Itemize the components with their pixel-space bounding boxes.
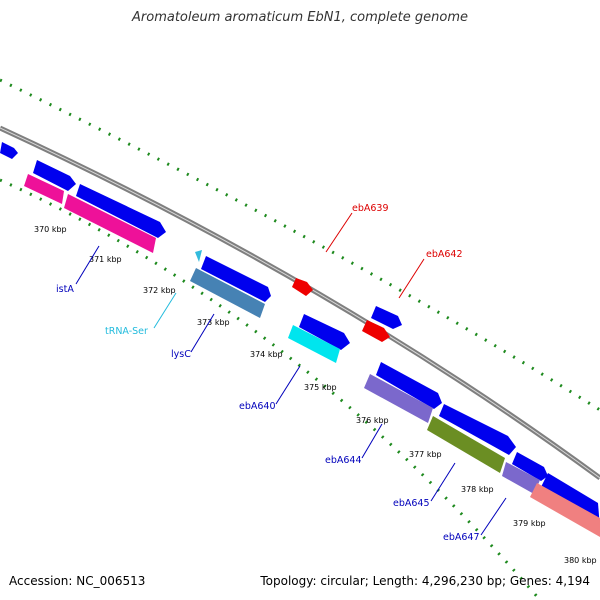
cds-arrow [439, 404, 516, 455]
genome-summary-text: Topology: circular; Length: 4,296,230 bp… [260, 574, 590, 588]
ebA645-bar [427, 416, 505, 473]
scale-label: 373 kbp [197, 318, 230, 327]
scale-label: 376 kbp [356, 416, 389, 425]
gene-label-lysC: lysC [171, 349, 191, 360]
gene-label-ebA642: ebA642 [426, 249, 463, 260]
tRNA-Ser-marker [195, 250, 202, 262]
gene-label-istA: istA [56, 284, 74, 295]
gene-label-ebA640: ebA640 [239, 401, 276, 412]
accession-text: Accession: NC_006513 [9, 574, 146, 588]
scale-label: 374 kbp [250, 350, 283, 359]
feature-bars [24, 174, 600, 537]
page-title: Aromatoleum aromaticum EbN1, complete ge… [132, 10, 468, 25]
ebA647-bar [502, 462, 540, 494]
cds-arrow [201, 256, 271, 302]
gene-label-ebA639: ebA639 [352, 203, 389, 214]
scale-label: 375 kbp [304, 383, 337, 392]
scale-labels: 370 kbp 371 kbp 372 kbp 373 kbp 374 kbp … [34, 225, 597, 565]
highlight-track [292, 278, 402, 342]
scale-label: 377 kbp [409, 450, 442, 459]
istA-bar [24, 174, 64, 204]
istA-bar-2 [64, 194, 156, 253]
gene-label-ebA644: ebA644 [325, 455, 362, 466]
cds-arrow [33, 160, 76, 191]
scale-label: 379 kbp [513, 519, 546, 528]
scale-label: 371 kbp [89, 255, 122, 264]
scale-label: 370 kbp [34, 225, 67, 234]
cds-arrow [512, 452, 548, 481]
gene-label-tRNA-Ser: tRNA-Ser [105, 326, 148, 337]
cds-arrow [76, 184, 166, 238]
label-leaders [75, 212, 507, 536]
cds-arrow [376, 362, 442, 409]
pink-bar [530, 483, 600, 537]
gene-label-ebA645: ebA645 [393, 498, 430, 509]
cds-forward-track [0, 142, 600, 528]
gc-outer-ticks [0, 78, 600, 412]
ebA639-feature [292, 278, 313, 296]
ebA642-red-arrow [362, 320, 390, 342]
lysC-bar [190, 268, 265, 318]
scale-label: 380 kbp [564, 556, 597, 565]
ebA640-bar [288, 325, 340, 363]
cds-arrow [299, 314, 350, 350]
gene-label-ebA647: ebA647 [443, 532, 480, 543]
scale-label: 372 kbp [143, 286, 176, 295]
ebA642-feature [371, 306, 402, 329]
scale-label: 378 kbp [461, 485, 494, 494]
gene-labels: istA tRNA-Ser lysC ebA640 ebA644 ebA645 … [56, 203, 480, 543]
backbone [0, 125, 600, 481]
ebA644-bar [364, 374, 433, 423]
cds-arrow [0, 142, 18, 159]
